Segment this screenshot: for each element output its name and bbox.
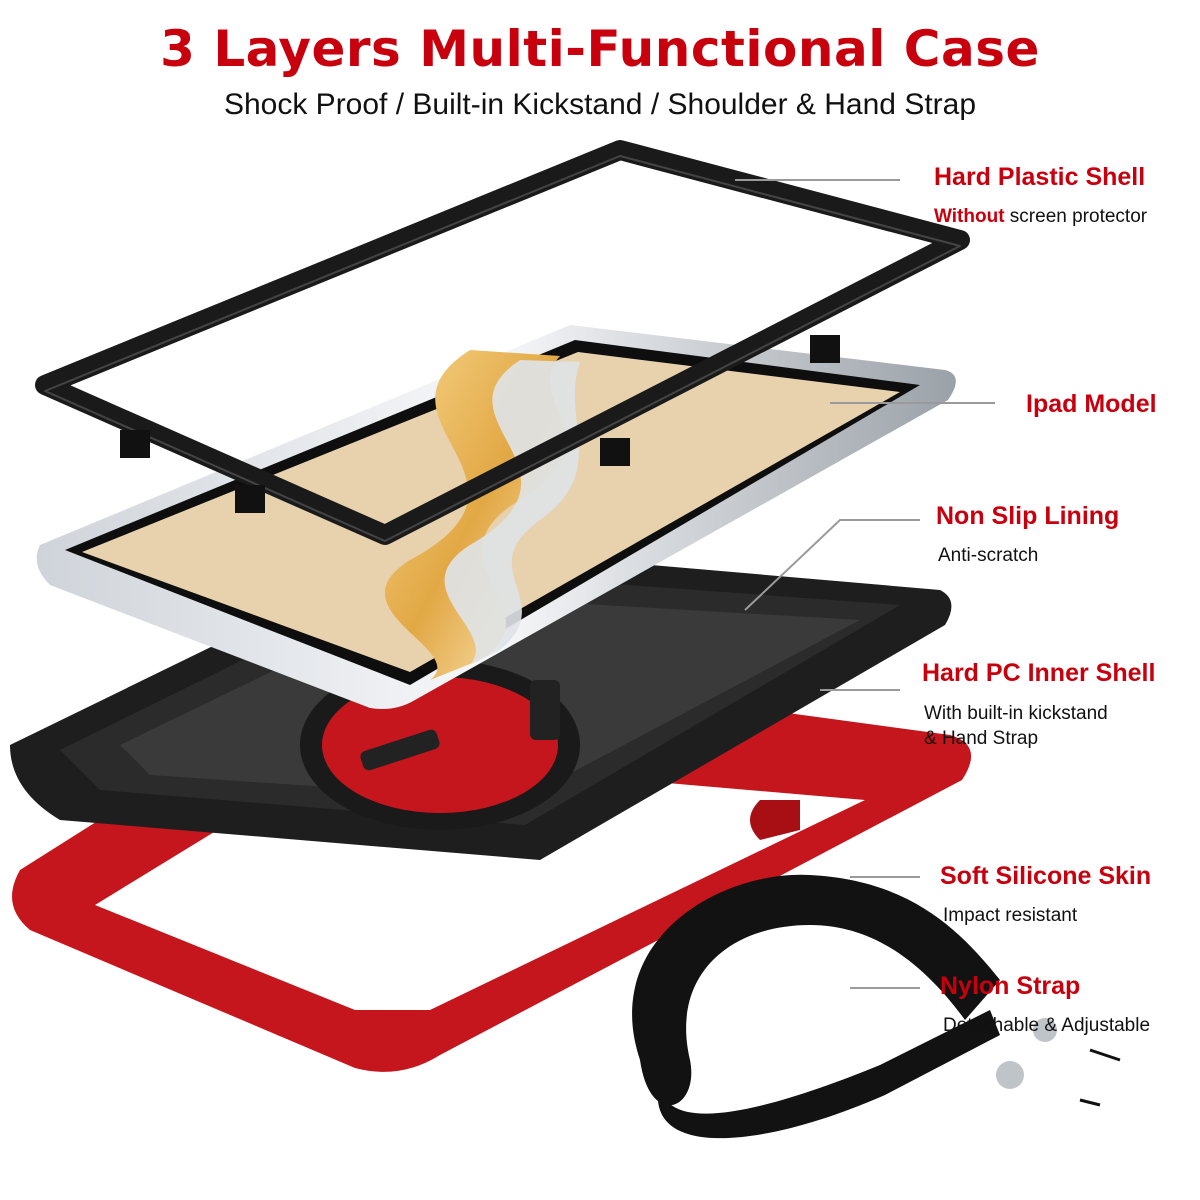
callout-leader-lines [735,179,995,989]
callout-label-soft-silicone-skin: Soft Silicone Skin [940,862,1152,890]
callout-desc-nylon-strap: Detachable & Adjustable [943,1015,1151,1036]
callout-desc-hard-plastic-shell: Without screen protector [934,206,1147,228]
callout-desc2-hard-pc-inner-shell: & Hand Strap [924,728,1039,749]
page-subtitle: Shock Proof / Built-in Kickstand / Shoul… [223,88,977,121]
leader-non-slip-lining [744,519,920,611]
callout-label-non-slip-lining: Non Slip Lining [936,502,1120,530]
callout-label-nylon-strap: Nylon Strap [940,972,1081,1000]
callout-label-hard-pc-inner-shell: Hard PC Inner Shell [922,659,1156,687]
nylon-strap [632,874,1121,1139]
ipad-model-layer [36,325,956,709]
callout-desc-soft-silicone-skin: Impact resistant [943,905,1078,926]
callout-desc-highlight: Without [934,206,1005,227]
callout-label-hard-plastic-shell: Hard Plastic Shell [934,163,1146,191]
callout-label-ipad-model: Ipad Model [1026,390,1157,418]
callout-desc-text: screen protector [1004,206,1148,227]
callout-desc-hard-pc-inner-shell: With built-in kickstand [924,703,1108,724]
plastic-shell-layer [35,140,970,545]
page-title: 3 Layers Multi-Functional Case [160,20,1040,78]
callout-desc-non-slip-lining: Anti-scratch [938,545,1039,566]
